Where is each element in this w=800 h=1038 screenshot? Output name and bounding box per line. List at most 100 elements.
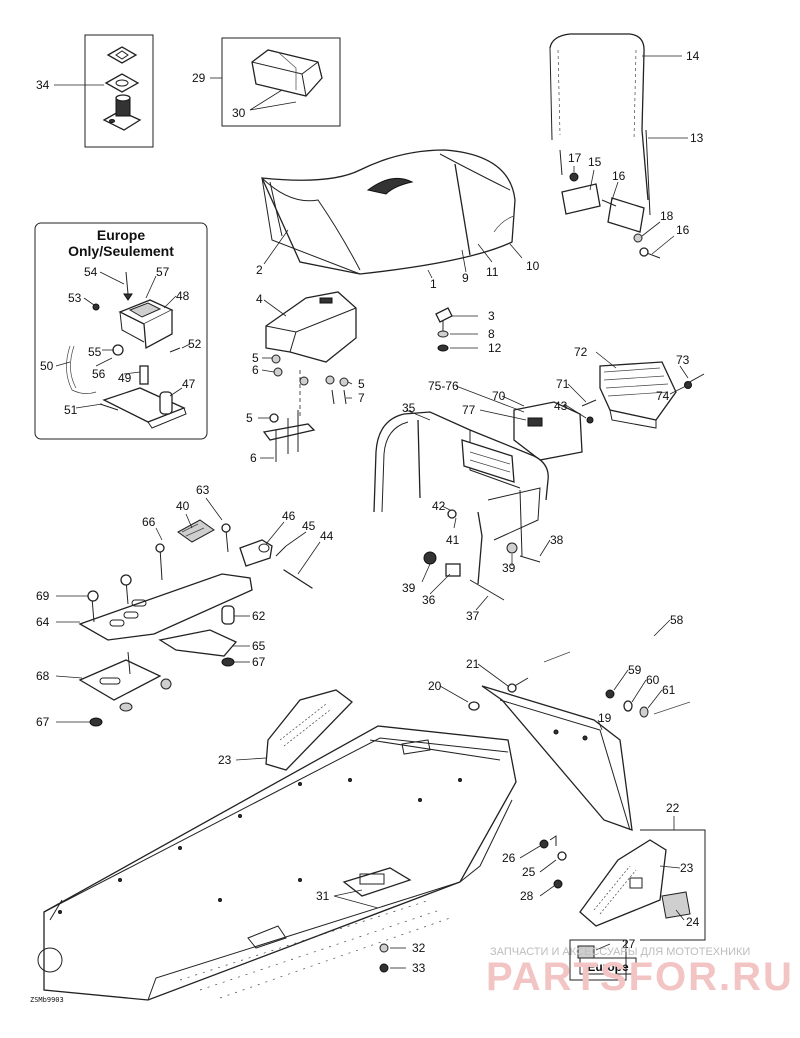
callout-38: 38	[550, 533, 564, 547]
callout-70: 70	[492, 389, 506, 403]
leader-lines	[54, 55, 689, 969]
taillight-assembly	[513, 361, 705, 461]
callout-3: 3	[488, 309, 495, 323]
callout-34: 34	[36, 78, 50, 92]
callout-12: 12	[488, 341, 502, 355]
callout-23a: 23	[218, 753, 232, 767]
callout-49: 49	[118, 371, 132, 385]
callout-7: 7	[358, 391, 365, 405]
callout-16b: 16	[676, 223, 690, 237]
callout-23b: 23	[680, 861, 694, 875]
europe-box-title-line1: Europe	[97, 227, 145, 243]
callout-15: 15	[588, 155, 602, 169]
callout-16a: 16	[612, 169, 626, 183]
callout-33: 33	[412, 961, 426, 975]
callout-37: 37	[466, 609, 480, 623]
callout-42: 42	[432, 499, 446, 513]
callout-58: 58	[670, 613, 684, 627]
callout-55: 55	[88, 345, 102, 359]
callout-5c: 5	[246, 411, 253, 425]
callout-24: 24	[686, 915, 700, 929]
callout-4: 4	[256, 292, 263, 306]
europe-badge-label: Europe	[587, 960, 629, 974]
callout-2: 2	[256, 263, 263, 277]
callout-61: 61	[662, 683, 676, 697]
callout-65: 65	[252, 639, 266, 653]
callout-14: 14	[686, 49, 700, 63]
europe-only-inset: Europe Only/Seulement	[34, 222, 208, 440]
callout-45: 45	[302, 519, 316, 533]
callout-39a: 39	[402, 581, 416, 595]
callout-5a: 5	[252, 351, 259, 365]
pin-washer-set	[435, 307, 453, 352]
callout-32: 32	[412, 941, 426, 955]
mounting-plates	[78, 519, 313, 727]
callout-68: 68	[36, 669, 50, 683]
callout-13: 13	[690, 131, 704, 145]
inset-box-34	[84, 34, 154, 148]
callout-6a: 6	[252, 363, 259, 377]
callout-20: 20	[428, 679, 442, 693]
callout-8: 8	[488, 327, 495, 341]
callout-36: 36	[422, 593, 436, 607]
callout-10: 10	[526, 259, 540, 273]
callout-77: 77	[462, 403, 476, 417]
callout-51: 51	[64, 403, 78, 417]
callout-28: 28	[520, 889, 534, 903]
callout-64: 64	[36, 615, 50, 629]
callout-5b: 5	[358, 377, 365, 391]
callout-44: 44	[320, 529, 334, 543]
snow-flap	[468, 677, 633, 831]
callout-56: 56	[92, 367, 106, 381]
callout-11: 11	[486, 265, 499, 279]
rear-corner-cap-group	[379, 829, 706, 981]
callout-59: 59	[628, 663, 642, 677]
running-board-trim	[265, 689, 353, 771]
callout-46: 46	[282, 509, 296, 523]
callout-18: 18	[660, 209, 674, 223]
callout-40: 40	[176, 499, 190, 513]
callout-26: 26	[502, 851, 516, 865]
callout-41: 41	[446, 533, 460, 547]
callout-29: 29	[192, 71, 206, 85]
watermark: ЗАПЧАСТИ И АКСЕССУАРЫ ДЛЯ МОТОТЕХНИКИ PA…	[486, 946, 794, 999]
seat-assembly	[260, 149, 516, 275]
callout-19: 19	[598, 711, 612, 725]
callout-25: 25	[522, 865, 536, 879]
callout-62: 62	[252, 609, 266, 623]
callout-73: 73	[676, 353, 690, 367]
inset-box-29-30	[221, 37, 341, 127]
callout-60: 60	[646, 673, 660, 687]
callout-57: 57	[156, 265, 170, 279]
callout-6b: 6	[250, 451, 257, 465]
callout-31: 31	[316, 889, 330, 903]
callout-labels: 34 29 30 14 13 17 15 16 18 16 2 9 11 10 …	[36, 49, 704, 975]
callout-63: 63	[196, 483, 210, 497]
callout-69: 69	[36, 589, 50, 603]
callout-54: 54	[84, 265, 98, 279]
callout-71: 71	[556, 377, 570, 391]
callout-67a: 67	[252, 655, 266, 669]
callout-22: 22	[666, 801, 680, 815]
watermark-tagline: ЗАПЧАСТИ И АКСЕССУАРЫ ДЛЯ МОТОТЕХНИКИ	[490, 946, 750, 958]
watermark-logo: PARTSFOR.RU	[486, 955, 794, 999]
callout-35: 35	[402, 401, 416, 415]
callout-66: 66	[142, 515, 156, 529]
diagram-code: ZSMb9903	[30, 996, 64, 1004]
callout-53: 53	[68, 291, 82, 305]
callout-30: 30	[232, 106, 246, 120]
callout-39b: 39	[502, 561, 516, 575]
callout-17: 17	[568, 151, 582, 165]
callout-43: 43	[554, 399, 568, 413]
callout-74: 74	[656, 389, 670, 403]
callout-67b: 67	[36, 715, 50, 729]
rear-rack-frame	[373, 411, 549, 601]
callout-47: 47	[182, 377, 196, 391]
seat-latch-assembly	[262, 291, 357, 462]
callout-52: 52	[188, 337, 202, 351]
tunnel-body	[37, 725, 517, 1001]
backrest-assembly	[549, 33, 661, 259]
callout-48: 48	[176, 289, 190, 303]
callout-27: 27	[622, 937, 636, 951]
